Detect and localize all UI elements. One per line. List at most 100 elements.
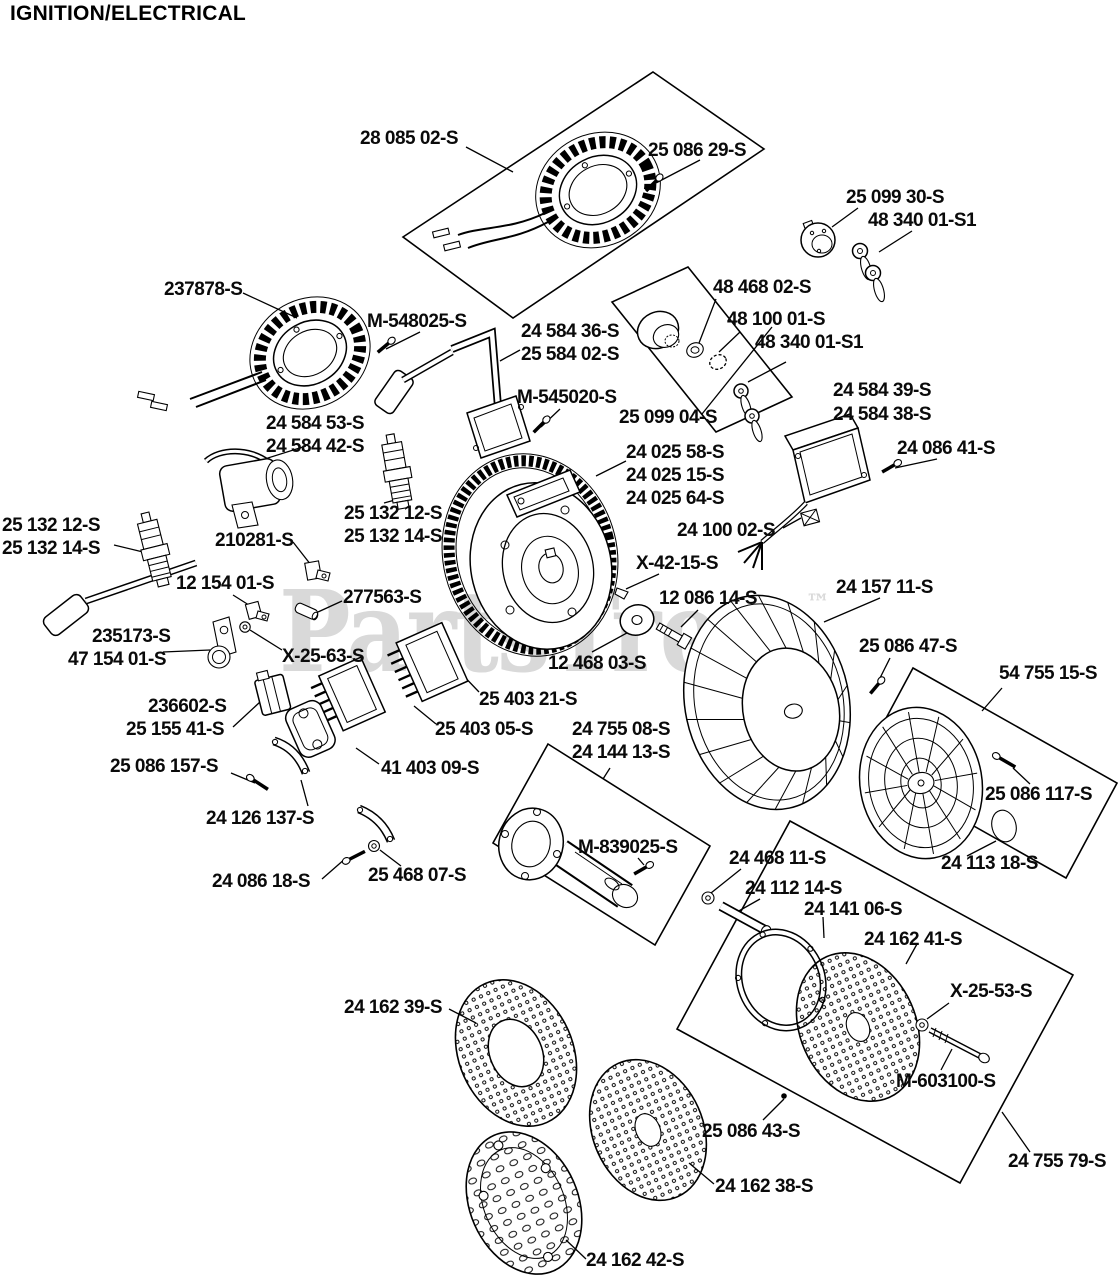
part-label[interactable]: 25 086 43-S (702, 1121, 801, 1142)
part-label[interactable]: 24 584 38-S (833, 404, 932, 425)
spark-plug-left (136, 511, 172, 588)
flywheel (441, 453, 619, 657)
part-label[interactable]: 25 403 21-S (479, 689, 578, 710)
part-label[interactable]: M-603100-S (896, 1071, 996, 1092)
part-label[interactable]: 24 144 13-S (572, 742, 671, 763)
part-label[interactable]: 24 157 11-S (836, 577, 933, 598)
screen-24-162-41 (795, 952, 921, 1102)
gasket-oval-24-113-18 (991, 809, 1017, 843)
part-label[interactable]: 24 584 53-S (266, 413, 365, 434)
blower-fan (682, 594, 852, 811)
part-label[interactable]: 48 100 01-S (727, 309, 826, 330)
page-title: IGNITION/ELECTRICAL (10, 2, 246, 25)
part-label[interactable]: 25 086 47-S (859, 636, 958, 657)
part-label[interactable]: 24 162 41-S (864, 929, 963, 950)
part-label[interactable]: 24 025 64-S (626, 488, 725, 509)
rectifier-25-403-21 (387, 621, 469, 703)
keyswitch-kit (636, 310, 763, 443)
part-label[interactable]: 54 755 15-S (999, 663, 1098, 684)
part-label[interactable]: 48 468 02-S (713, 277, 812, 298)
part-label[interactable]: 47 154 01-S (68, 649, 167, 670)
part-label[interactable]: X-25-53-S (950, 981, 1033, 1002)
part-label[interactable]: 24 468 11-S (729, 848, 826, 869)
part-label[interactable]: 48 340 01-S1 (868, 210, 977, 231)
part-label[interactable]: 24 126 137-S (206, 808, 315, 829)
screw-m839025-icon (633, 861, 655, 876)
part-label[interactable]: 24 086 18-S (212, 871, 311, 892)
sleeve-277563 (294, 602, 319, 621)
part-label[interactable]: 24 162 38-S (715, 1176, 814, 1197)
part-label[interactable]: 25 132 12-S (2, 515, 101, 536)
part-label[interactable]: 235173-S (92, 626, 171, 647)
part-label[interactable]: 25 086 117-S (985, 784, 1093, 805)
connector-236602 (254, 669, 292, 716)
part-label[interactable]: 24 162 39-S (344, 997, 443, 1018)
part-label[interactable]: 48 340 01-S1 (755, 332, 864, 353)
part-label[interactable]: 25 132 14-S (344, 526, 443, 547)
keys-top (851, 242, 885, 303)
strap-25-468-07 (356, 804, 396, 853)
regulator-41-403-09 (284, 699, 336, 758)
part-label[interactable]: 24 755 79-S (1008, 1151, 1107, 1172)
part-label[interactable]: 24 113 18-S (941, 853, 1038, 874)
part-label[interactable]: 28 085 02-S (360, 128, 459, 149)
regulator-cluster (207, 560, 469, 865)
part-label[interactable]: 24 584 39-S (833, 380, 932, 401)
part-label[interactable]: 12 154 01-S (176, 573, 275, 594)
part-label[interactable]: 210281-S (215, 530, 294, 551)
part-label[interactable]: 24 025 15-S (626, 465, 725, 486)
plug-lead-assembly (374, 327, 531, 459)
part-label[interactable]: 24 112 14-S (745, 878, 842, 899)
part-label[interactable]: 24 025 58-S (626, 442, 725, 463)
screen-kit (454, 891, 990, 1275)
part-label[interactable]: 24 162 42-S (586, 1250, 685, 1271)
part-label[interactable]: M-548025-S (367, 311, 467, 332)
stator-mount-screw-icon (644, 173, 664, 193)
part-label[interactable]: X-42-15-S (636, 553, 719, 574)
screw-m548025-icon (376, 336, 396, 354)
ignition-module (737, 413, 871, 570)
part-label[interactable]: 25 086 29-S (648, 140, 747, 161)
screw-24-086-18-icon (341, 849, 366, 865)
part-label[interactable]: 24 755 08-S (572, 719, 671, 740)
part-label[interactable]: 25 132 12-S (344, 503, 443, 524)
rectifier-25-403-05 (310, 656, 387, 732)
stator-assembly-second (136, 296, 371, 412)
part-label[interactable]: 25 584 02-S (521, 344, 620, 365)
part-label[interactable]: 12 086 14-S (659, 588, 758, 609)
screw-25-086-157-icon (245, 773, 269, 791)
watermark-trademark: ™ (806, 588, 830, 617)
screw-24-086-41-icon (881, 459, 903, 474)
part-label[interactable]: 24 100 02-S (677, 520, 776, 541)
flywheel-washer (619, 604, 655, 636)
part-label[interactable]: 25 132 14-S (2, 538, 101, 559)
screw-25-086-117-icon (991, 752, 1017, 769)
part-label[interactable]: X-25-63-S (282, 646, 365, 667)
part-label[interactable]: 24 086 41-S (897, 438, 996, 459)
part-label[interactable]: 25 468 07-S (368, 865, 467, 886)
part-label[interactable]: 12 468 03-S (548, 653, 647, 674)
bolt-m603100-icon (928, 1027, 990, 1064)
fan-guard (858, 706, 984, 860)
strap-24-126-137 (271, 736, 311, 775)
part-label[interactable]: 25 099 30-S (846, 187, 945, 208)
part-label[interactable]: 24 584 36-S (521, 321, 620, 342)
part-label[interactable]: 277563-S (343, 587, 422, 608)
part-label[interactable]: 25 099 04-S (619, 407, 718, 428)
part-label[interactable]: 41 403 09-S (381, 758, 480, 779)
part-label[interactable]: 25 086 157-S (110, 756, 219, 777)
part-label[interactable]: M-545020-S (517, 387, 617, 408)
screw-m545020-icon (532, 415, 551, 434)
ignition-coil-left (203, 448, 294, 529)
part-label[interactable]: M-839025-S (578, 837, 678, 858)
part-label[interactable]: 236602-S (148, 696, 227, 717)
part-label[interactable]: 24 584 42-S (266, 436, 365, 457)
clip-12-154-01 (244, 600, 270, 622)
part-label[interactable]: 25 403 05-S (435, 719, 534, 740)
part-label[interactable]: 237878-S (164, 279, 243, 300)
part-label[interactable]: 24 141 06-S (804, 899, 903, 920)
part-label[interactable]: 25 155 41-S (126, 719, 225, 740)
screen-24-162-38 (588, 1058, 708, 1202)
